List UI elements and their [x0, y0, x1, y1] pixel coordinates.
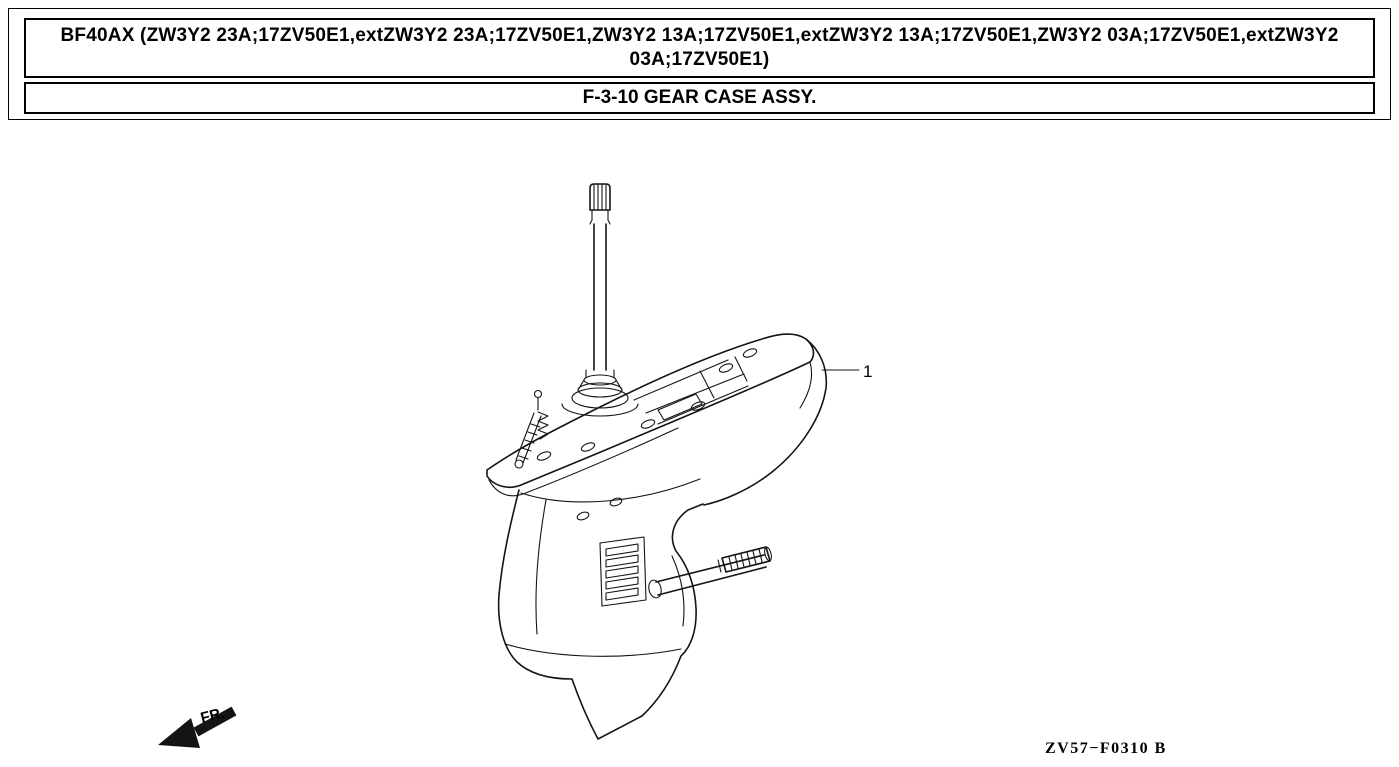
drawing-code: ZV57−F0310 B	[1045, 740, 1167, 757]
bolt-hole	[580, 442, 596, 452]
shift-rod-spring	[537, 411, 549, 440]
prop-shaft-spline-hatch	[728, 548, 763, 571]
shaft-flange-arc	[561, 403, 639, 417]
bolt-hole	[640, 419, 656, 429]
case-leading-edge-line	[535, 499, 547, 635]
shaft-collar-ellipse-lower	[577, 382, 623, 398]
fr-arrow-head-icon	[158, 718, 200, 748]
bolt-hole	[718, 363, 734, 373]
shift-rod-clevis	[514, 459, 524, 469]
bolt-hole	[690, 401, 706, 411]
water-intake-frame	[599, 536, 647, 607]
bolt-hole	[536, 451, 552, 461]
water-intake-slots	[605, 543, 639, 601]
section-title: F-3-10 GEAR CASE ASSY.	[582, 87, 817, 108]
case-underplate-line	[520, 478, 701, 503]
drive-shaft-spline-lines	[593, 183, 607, 211]
gear-case-body	[497, 478, 704, 740]
case-silhouette	[497, 489, 704, 740]
section-title-bar: F-3-10 GEAR CASE ASSY.	[24, 82, 1375, 114]
fr-label: FR.	[199, 705, 227, 727]
drive-shaft-spline-tip	[589, 183, 611, 211]
shift-rod-threads	[518, 423, 541, 460]
shaft-boss-ellipse	[571, 387, 629, 409]
prop-shaft-lines	[655, 554, 767, 596]
propeller-shaft	[648, 546, 772, 599]
case-bolt-hole	[609, 497, 623, 507]
plate-top-face-outline	[486, 333, 815, 489]
drive-shaft-neck	[589, 209, 611, 225]
plate-right-skirt	[703, 338, 828, 506]
bolt-hole	[742, 348, 758, 358]
plate-ribs	[633, 356, 749, 425]
shift-rod-threaded-rod	[515, 412, 542, 464]
fr-arrow-shaft-icon	[193, 706, 237, 737]
prop-shaft-tip	[764, 546, 772, 562]
part-label-1[interactable]: 1	[863, 362, 872, 381]
model-header-box: BF40AX (ZW3Y2 23A;17ZV50E1,extZW3Y2 23A;…	[24, 18, 1375, 78]
case-seam-line	[504, 643, 682, 657]
model-text: BF40AX (ZW3Y2 23A;17ZV50E1,extZW3Y2 23A;…	[60, 25, 1339, 70]
part-callout-1: 1	[821, 362, 872, 381]
mounting-plate	[486, 333, 828, 506]
drive-shaft	[561, 183, 639, 417]
drive-shaft-collar	[577, 369, 623, 391]
prop-shaft-step	[717, 559, 722, 573]
plate-opening	[657, 393, 703, 421]
front-direction-marker: FR.	[158, 705, 237, 748]
plate-bolt-holes	[536, 348, 758, 461]
prop-shaft-hub	[648, 579, 662, 599]
plate-skirt-inner-edge	[799, 361, 813, 409]
case-bearing-carrier-line	[671, 555, 685, 627]
shift-rod-assembly	[514, 389, 549, 469]
shaft-collar-ellipse-upper	[583, 374, 617, 386]
shift-rod-knob	[533, 389, 543, 399]
case-bolt-hole	[576, 511, 590, 521]
drive-shaft-body	[593, 223, 607, 371]
header-frame: BF40AX (ZW3Y2 23A;17ZV50E1,extZW3Y2 23A;…	[8, 8, 1391, 120]
plate-rim-line	[488, 427, 679, 497]
